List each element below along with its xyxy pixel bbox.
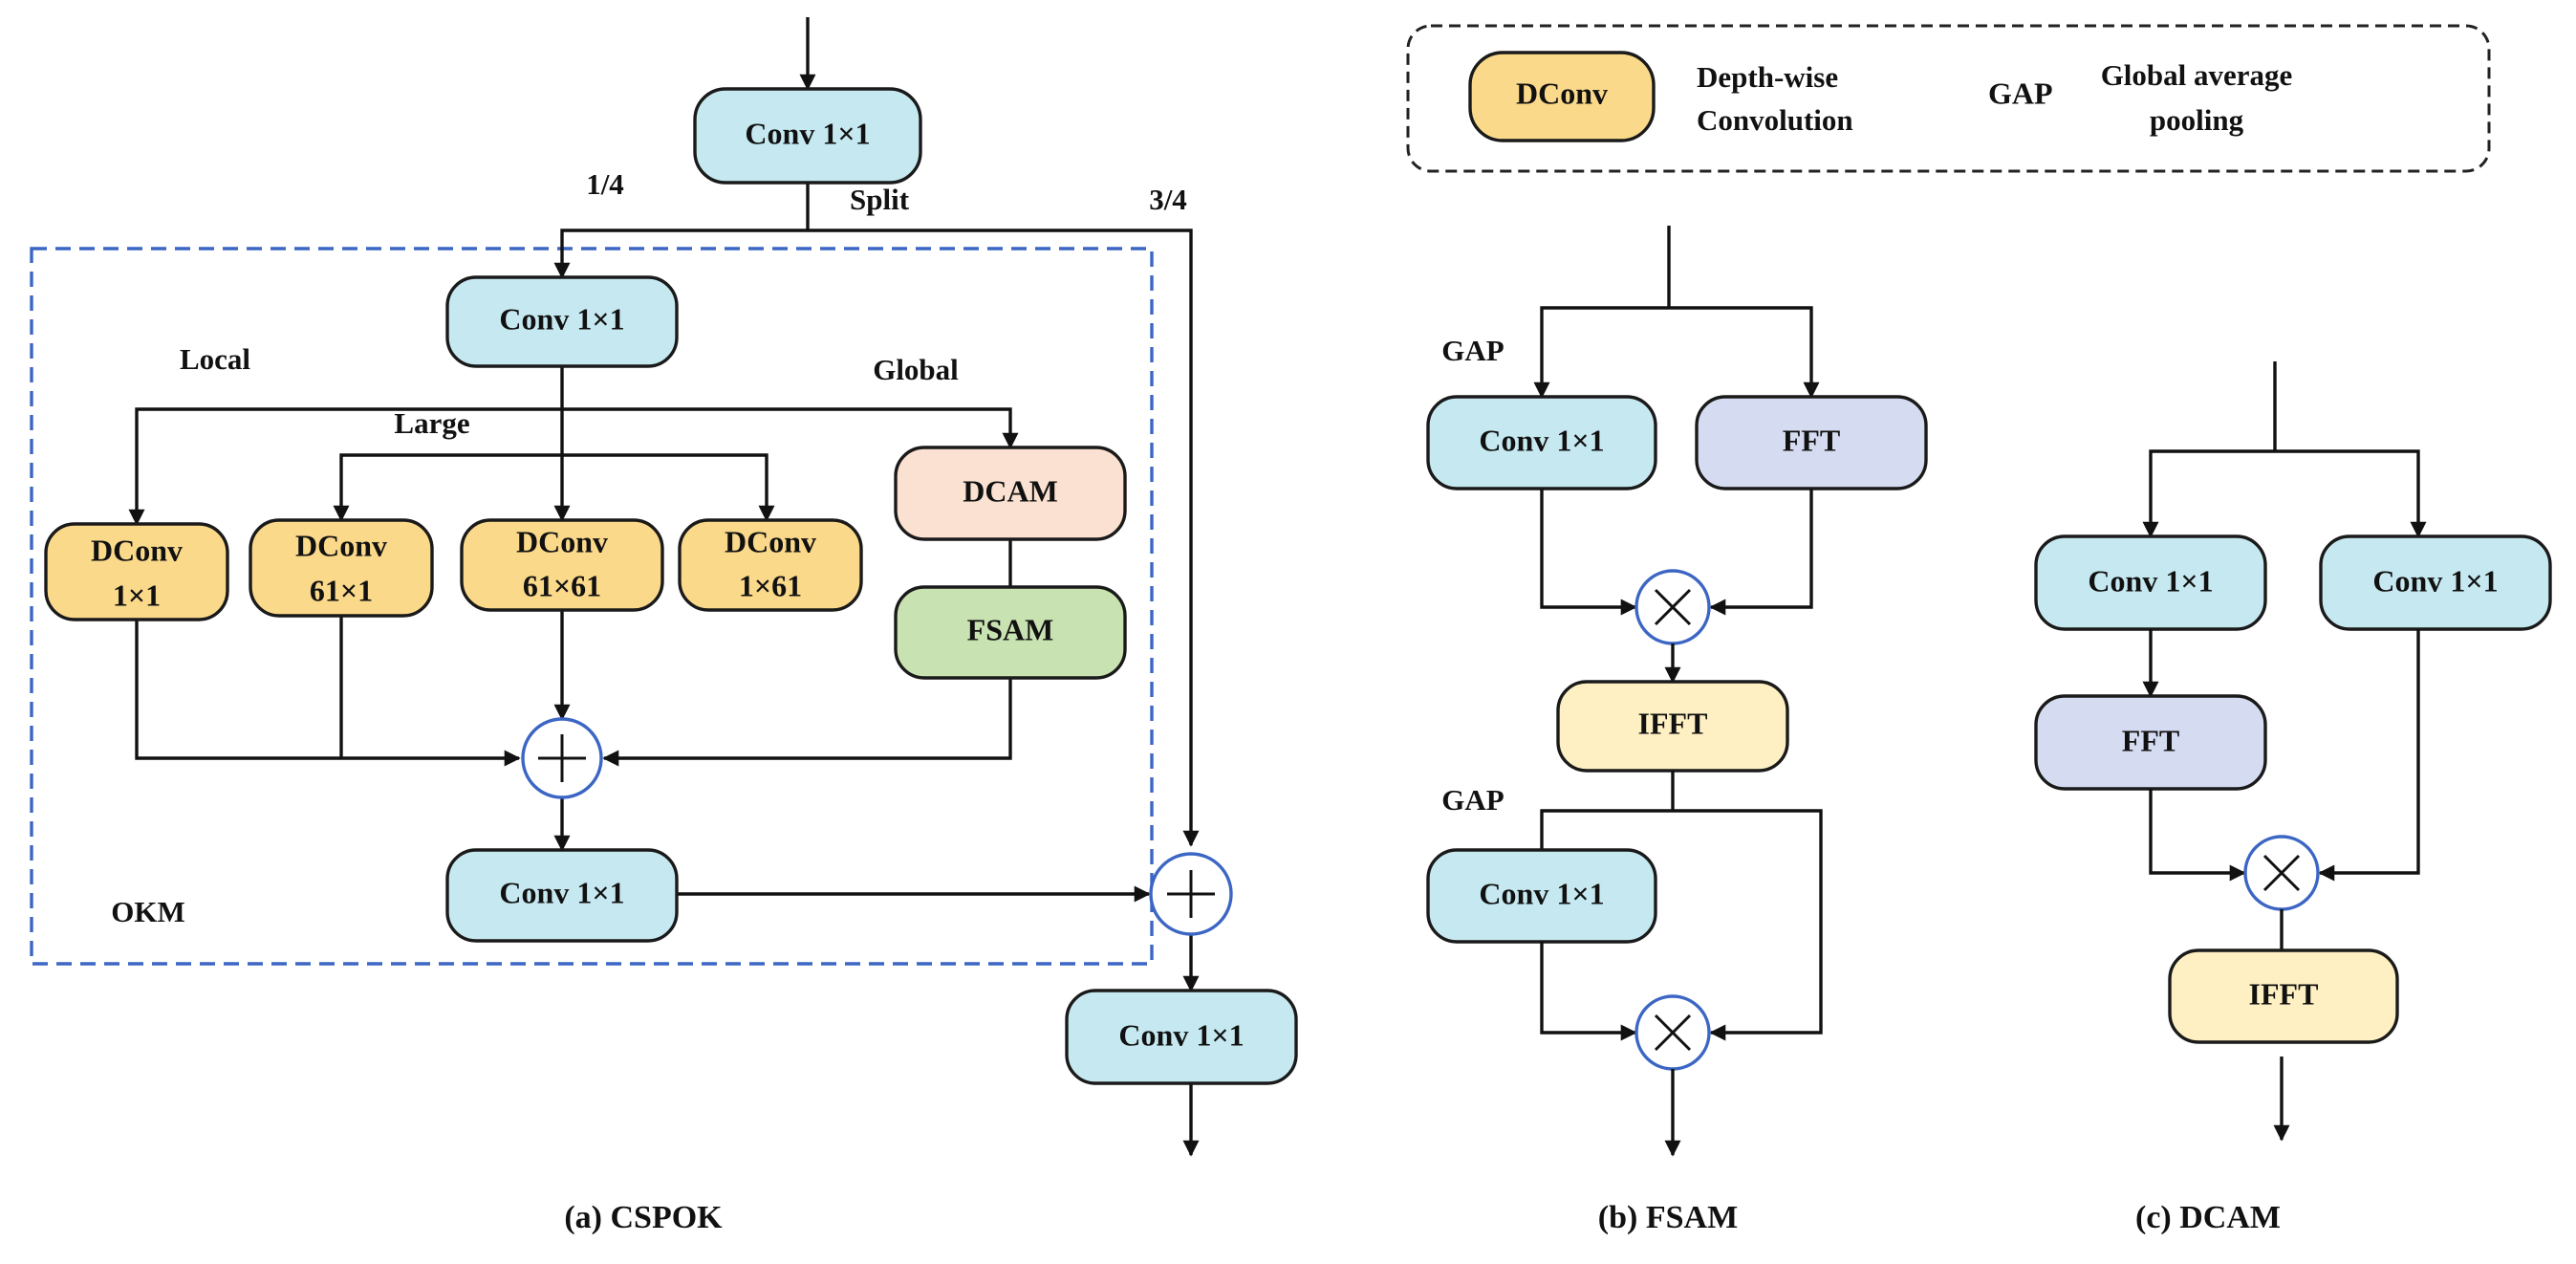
cspok-caption: (a) CSPOK xyxy=(564,1200,723,1235)
dcam-box xyxy=(894,446,1127,541)
fsam-skip-arrow xyxy=(1673,809,1823,1041)
fsam-box xyxy=(894,585,1127,680)
global-sum-arrow xyxy=(602,678,1012,767)
dconv-61x1-line1: DConv xyxy=(295,528,387,562)
fsam-fft-to-mul-arrow xyxy=(1709,489,1813,616)
fsam-mul-operator-2 xyxy=(1634,994,1711,1071)
dconv-1x61-line1: DConv xyxy=(725,524,816,558)
large-label: Large xyxy=(394,406,469,440)
dconv-61x61-line2: 61×61 xyxy=(523,568,601,602)
fsam-conv-label: Conv 1×1 xyxy=(1479,423,1604,457)
split-label: Split xyxy=(850,183,910,216)
global-label: Global xyxy=(873,353,959,386)
okm-conv-out-label: Conv 1×1 xyxy=(499,875,624,909)
fsam-conv-to-mul-arrow xyxy=(1540,489,1637,616)
dconv-1x61-box xyxy=(678,518,863,612)
fsam-mul-operator-1 xyxy=(1634,569,1711,645)
dcam-to-conv-right-arrow xyxy=(2275,449,2427,538)
okm-conv-in-label: Conv 1×1 xyxy=(499,301,624,336)
legend-dconv-desc-line2: Convolution xyxy=(1697,103,1853,137)
dcam-mul-operator xyxy=(2243,835,2320,911)
fsam-conv2-label: Conv 1×1 xyxy=(1479,876,1604,910)
okm-sum-operator xyxy=(521,717,603,799)
fsam-gap-top-label: GAP xyxy=(1441,334,1504,367)
global-arrow xyxy=(562,407,1019,449)
top-conv-label: Conv 1×1 xyxy=(745,116,870,150)
large-right-arrow xyxy=(562,453,775,522)
legend-dconv-swatch xyxy=(1468,51,1656,142)
dcam-conv-right-to-mul-arrow xyxy=(2318,629,2420,882)
dcam-fft-label: FFT xyxy=(2122,723,2179,757)
dcam-conv-right-box xyxy=(2319,534,2552,631)
dcam-to-conv-left-arrow xyxy=(2142,449,2275,538)
legend: DConv Depth-wise Convolution GAP Global … xyxy=(1406,24,2491,173)
final-conv-label: Conv 1×1 xyxy=(1118,1017,1244,1052)
fsam-conv2-to-mul-arrow xyxy=(1540,942,1637,1041)
dconv-1x1-line1: DConv xyxy=(91,533,183,567)
fsam-gap-bottom-label: GAP xyxy=(1441,783,1504,817)
ratio-left-label: 1/4 xyxy=(586,167,624,201)
fsam-fft-label: FFT xyxy=(1783,423,1840,457)
final-conv-box xyxy=(1065,989,1298,1085)
large-left-arrow xyxy=(333,453,562,522)
fsam-caption: (b) FSAM xyxy=(1598,1200,1738,1235)
dcam-label: DCAM xyxy=(963,473,1058,508)
okm-frame xyxy=(30,247,1154,966)
dconv-61x61-box xyxy=(460,518,664,612)
okm-conv-in-box xyxy=(445,275,679,368)
okm-label: OKM xyxy=(111,895,185,928)
dconv-61x61-line1: DConv xyxy=(516,524,608,558)
split-right-arrow xyxy=(808,229,1200,847)
legend-gap-desc-line2: pooling xyxy=(2150,103,2244,137)
dconv-61x1-box xyxy=(249,518,434,618)
dconv-61x1-line2: 61×1 xyxy=(310,573,373,607)
dcam-ifft-box xyxy=(2168,948,2399,1044)
fsam-to-fft-arrow xyxy=(1669,306,1820,399)
legend-dconv-label: DConv xyxy=(1516,76,1608,110)
dcam-conv-left-label: Conv 1×1 xyxy=(2088,563,2213,598)
dconv-1x1-line2: 1×1 xyxy=(113,578,161,612)
ratio-right-label: 3/4 xyxy=(1149,183,1187,216)
dcam-fft-to-mul-arrow xyxy=(2149,789,2246,882)
local-sum-arrow xyxy=(135,620,521,767)
dcam-conv-right-label: Conv 1×1 xyxy=(2372,563,2498,598)
dcam-diagram: Conv 1×1 Conv 1×1 FFT IFFT (c) DCAM xyxy=(2034,361,2552,1235)
split-left-arrow xyxy=(553,229,808,279)
local-arrow xyxy=(128,407,562,526)
final-sum-operator xyxy=(1149,852,1233,936)
fsam-diagram: GAP Conv 1×1 FFT IFFT GAP Conv 1×1 (b) F… xyxy=(1426,226,1928,1235)
okm-conv-out-box xyxy=(445,848,679,943)
legend-gap-desc-line1: Global average xyxy=(2101,58,2293,92)
legend-gap-label: GAP xyxy=(1988,76,2053,110)
top-conv-box xyxy=(693,87,922,185)
fsam-label: FSAM xyxy=(967,612,1054,646)
fsam-ifft-label: IFFT xyxy=(1638,706,1708,740)
legend-dconv-desc-line1: Depth-wise xyxy=(1697,60,1838,94)
dconv-1x1-box xyxy=(44,522,229,621)
cspok-diagram: Conv 1×1 1/4 Split 3/4 Conv 1×1 Local La… xyxy=(30,17,1298,1235)
dcam-caption: (c) DCAM xyxy=(2135,1200,2281,1235)
fsam-to-conv2-link xyxy=(1540,809,1673,850)
dcam-ifft-label: IFFT xyxy=(2249,976,2319,1011)
dconv-1x61-line2: 1×61 xyxy=(739,568,802,602)
local-label: Local xyxy=(180,342,250,376)
legend-frame xyxy=(1406,24,2491,173)
fsam-to-conv-arrow xyxy=(1533,306,1669,399)
